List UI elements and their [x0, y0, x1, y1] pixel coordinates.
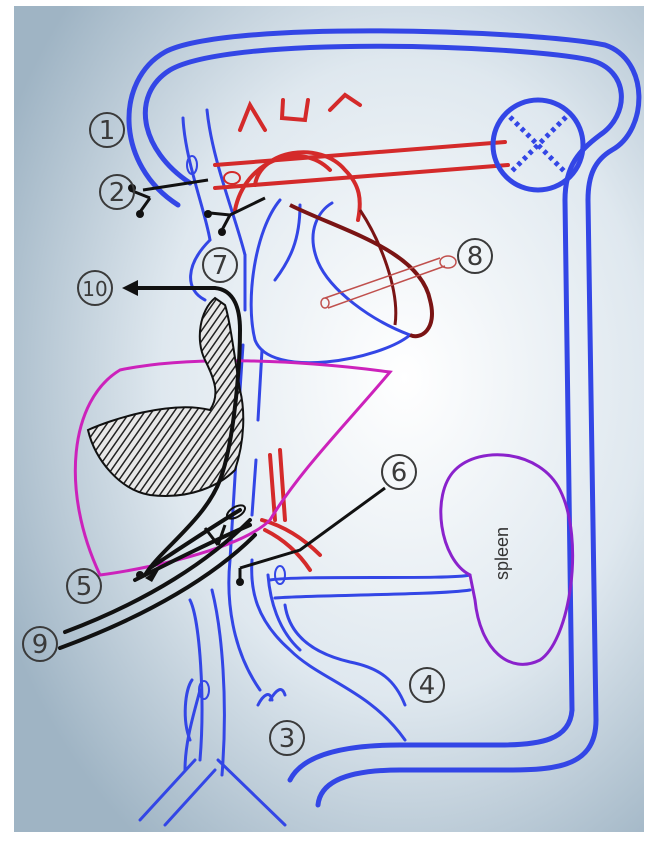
svg-text:10: 10 — [82, 277, 107, 301]
spleen-label: spleen — [492, 527, 512, 580]
svg-text:7: 7 — [212, 251, 229, 281]
label-10: 10 — [78, 271, 112, 305]
svg-text:3: 3 — [279, 724, 296, 754]
svg-text:2: 2 — [109, 178, 126, 208]
svg-text:5: 5 — [76, 572, 93, 602]
svg-text:8: 8 — [467, 242, 484, 272]
svg-text:6: 6 — [391, 458, 408, 488]
svg-text:1: 1 — [99, 116, 116, 146]
svg-text:9: 9 — [32, 630, 49, 660]
svg-text:4: 4 — [419, 671, 436, 701]
